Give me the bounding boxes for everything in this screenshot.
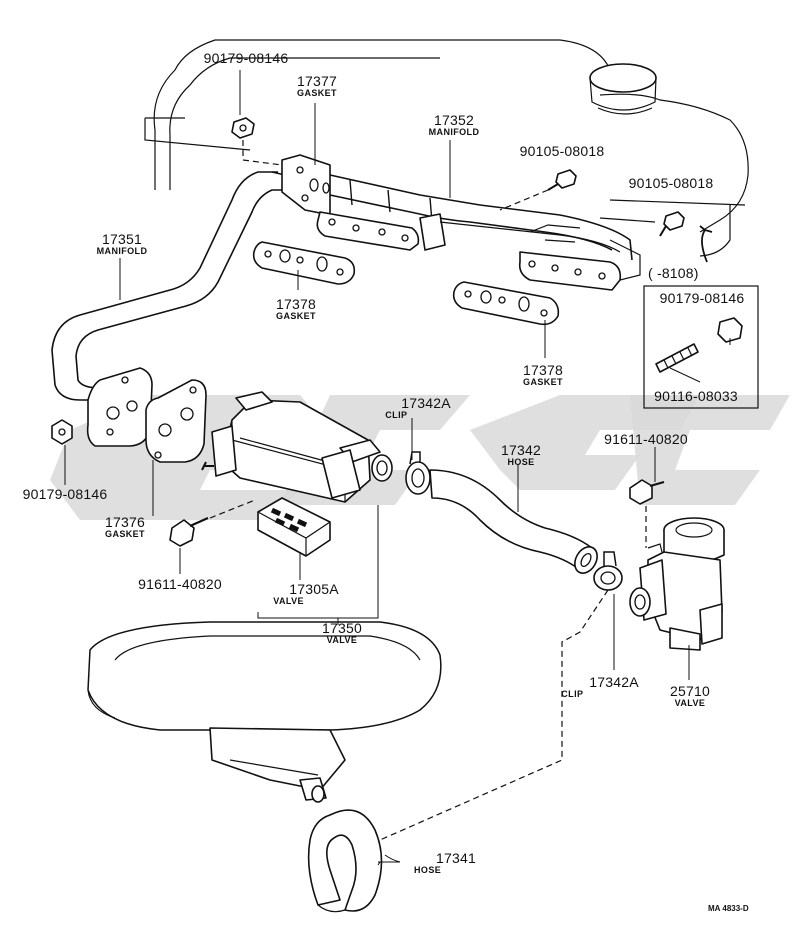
label-bolt-90105-b: 90105-08018 <box>629 176 714 190</box>
part-name: CLIP <box>385 410 408 420</box>
label-valve-17350: 17350 VALVE <box>322 621 362 645</box>
nut-top-icon <box>231 117 255 139</box>
bolt-90105-a-icon <box>547 169 577 191</box>
label-clip-17342a-top: 17342A CLIP <box>385 395 451 420</box>
part-number: 90105-08018 <box>628 175 714 191</box>
leader-lines <box>64 70 731 866</box>
part-name: VALVE <box>273 596 304 606</box>
bolt-91611-left-icon <box>169 516 209 547</box>
nut-left-icon <box>51 419 73 445</box>
part-number: 17342A <box>589 674 639 690</box>
part-number: 90179-08146 <box>203 50 289 66</box>
label-bolt-90105-a: 90105-08018 <box>520 144 605 158</box>
reed-valve-17350 <box>201 391 393 503</box>
clip-17342a-top <box>405 451 431 495</box>
dash-line-bolt-a <box>499 189 549 211</box>
label-range-8108: ( -8108) <box>648 266 699 280</box>
part-name: GASKET <box>105 529 145 539</box>
manifold-17352 <box>281 154 641 291</box>
label-gasket-17378-right: 17378 GASKET <box>523 363 563 387</box>
part-number: 17341 <box>436 850 476 866</box>
nut-inset-icon <box>717 317 743 343</box>
part-number: 90116-08033 <box>654 388 738 404</box>
gasket-17376 <box>145 379 207 463</box>
part-name: VALVE <box>326 635 358 645</box>
label-nut-90179-left: 90179-08146 <box>23 487 108 501</box>
part-name: HOSE <box>414 865 442 875</box>
part-number: 90179-08146 <box>659 290 745 306</box>
inset-box <box>643 285 759 409</box>
label-manifold-17351: 17351 MANIFOLD <box>97 232 148 256</box>
part-name: CLIP <box>561 689 584 699</box>
label-clip-17342a-bottom: 17342A CLIP <box>561 674 639 699</box>
part-number: 25710 <box>670 683 710 699</box>
part-number: 90105-08018 <box>519 143 605 159</box>
part-number: 17352 <box>434 112 474 128</box>
gasket-17378-right <box>452 281 560 326</box>
label-nut-90179-top: 90179-08146 <box>204 51 289 65</box>
part-name: MANIFOLD <box>428 127 480 137</box>
part-number: 17342 <box>501 442 541 458</box>
arrow-icon <box>699 225 713 263</box>
label-hose-17341: 17341 HOSE <box>414 850 476 875</box>
clip-17342a-bottom <box>593 551 623 591</box>
part-name: GASKET <box>276 311 316 321</box>
label-gasket-17378-left: 17378 GASKET <box>276 297 316 321</box>
label-bolt-91611-left: 91611-40820 <box>138 577 222 591</box>
part-name: MANIFOLD <box>96 246 148 256</box>
dash-line-air <box>379 589 609 841</box>
air-cleaner <box>87 621 442 803</box>
part-number: 17305A <box>289 581 339 597</box>
part-number: 17377 <box>297 73 337 89</box>
lead-bolt-b <box>599 217 656 223</box>
bolt-90105-b-icon <box>659 211 685 237</box>
label-gasket-17376: 17376 GASKET <box>105 515 145 539</box>
part-name: GASKET <box>523 377 563 387</box>
label-hose-17342: 17342 HOSE <box>501 443 541 467</box>
label-stud-90116: 90116-08033 <box>654 389 738 403</box>
manifold-pipe-17351 <box>51 171 291 447</box>
part-number: 17376 <box>105 514 145 530</box>
gasket-17378-left <box>252 241 356 285</box>
part-number: 17378 <box>276 296 316 312</box>
part-number: 17378 <box>523 362 563 378</box>
label-gasket-17377: 17377 GASKET <box>297 74 337 98</box>
part-number: 17350 <box>322 620 362 636</box>
part-name: GASKET <box>297 88 337 98</box>
part-number: 90179-08146 <box>22 486 108 502</box>
bolt-91611-right-icon <box>629 479 665 505</box>
dash-line-bolt-left <box>209 499 256 519</box>
part-number: ( -8108) <box>648 265 699 281</box>
label-valve-17305a: 17305A VALVE <box>273 581 339 606</box>
stud-bolt-icon <box>655 343 699 373</box>
oil-cap-icon <box>589 63 657 93</box>
part-number: 91611-40820 <box>604 431 688 447</box>
part-number: 91611-40820 <box>138 576 222 592</box>
part-number: 17342A <box>401 395 451 411</box>
label-manifold-17352: 17352 MANIFOLD <box>429 113 480 137</box>
reed-element-17305a <box>257 497 331 557</box>
valve-25710 <box>629 517 725 651</box>
hose-17342 <box>429 469 598 574</box>
drawing-code: MA 4833-D <box>708 904 749 913</box>
part-name: HOSE <box>507 457 535 467</box>
dash-line-nut-top <box>242 140 283 166</box>
engine-cover <box>144 39 749 257</box>
part-number: 17351 <box>102 231 142 247</box>
label-valve-25710: 25710 VALVE <box>670 684 710 708</box>
label-nut-90179-inset: 90179-08146 <box>660 291 745 305</box>
part-name: VALVE <box>674 698 706 708</box>
hose-17341 <box>307 809 383 913</box>
label-bolt-91611-right: 91611-40820 <box>604 432 688 446</box>
